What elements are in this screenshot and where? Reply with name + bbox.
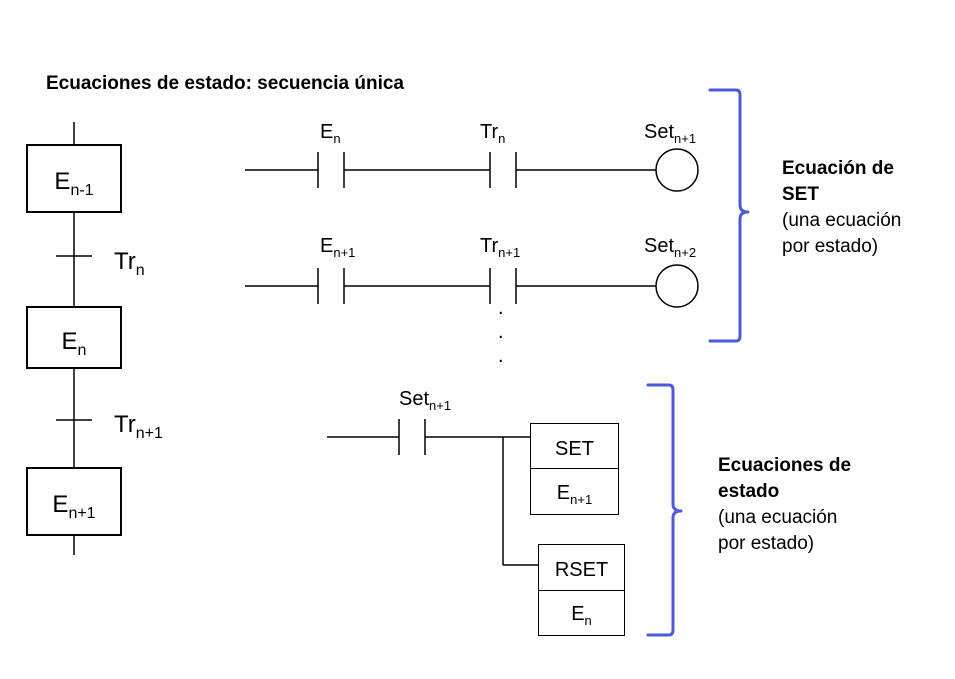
ellipsis-dot-2: . (498, 321, 504, 343)
step-en-label: En (61, 328, 87, 359)
rung2-coil (655, 264, 699, 308)
set-block-label: SET (555, 438, 594, 460)
transition-label-2: Trn+1 (114, 411, 163, 442)
rset-block-operand: En (571, 603, 592, 628)
state-equation-note: Ecuaciones de estado (una ecuación por e… (718, 453, 851, 557)
set-note-title-1: Ecuación de (782, 158, 894, 179)
rung1-coil (655, 148, 699, 192)
ellipsis-dot-1: . (498, 297, 504, 319)
step-en+1: En+1 (26, 467, 122, 536)
rung2-coil-label: Setn+2 (644, 235, 697, 260)
set-note-line-2: por estado) (782, 236, 879, 257)
rung2-contact2-label: Trn+1 (480, 235, 521, 260)
set-equation-note: Ecuación de SET (una ecuación por estado… (782, 156, 901, 260)
set-function-block: SET En+1 (530, 423, 619, 515)
rset-block-label: RSET (554, 559, 609, 581)
set-block-divider (531, 468, 618, 469)
rset-function-block: RSET En (538, 544, 625, 636)
step-en-1-label: En-1 (54, 168, 94, 199)
transition-label-1: Trn (114, 248, 145, 279)
state-contact-label: Setn+1 (399, 388, 452, 413)
state-note-line-2: por estado) (718, 533, 815, 554)
set-note-title-2: SET (782, 184, 819, 205)
state-note-line-1: (una ecuación (718, 507, 838, 528)
bracket-set-equation (708, 88, 750, 343)
bracket-state-equation (646, 383, 683, 637)
state-note-title-2: estado (718, 481, 780, 502)
rset-block-divider (539, 590, 624, 591)
ellipsis-dot-3: . (498, 345, 504, 367)
rung1-contact2-label: Trn (480, 121, 506, 146)
step-en-1: En-1 (26, 144, 122, 213)
rung2-contact1-label: En+1 (320, 235, 356, 260)
set-note-line-1: (una ecuación (782, 210, 902, 231)
set-block-operand: En+1 (556, 482, 593, 507)
rung1-coil-label: Setn+1 (644, 121, 697, 146)
step-en: En (26, 306, 122, 369)
step-en+1-label: En+1 (52, 491, 96, 522)
rung1-contact1-label: En (320, 121, 341, 146)
page-title: Ecuaciones de estado: secuencia única (46, 73, 404, 94)
state-note-title-1: Ecuaciones de (718, 455, 852, 476)
